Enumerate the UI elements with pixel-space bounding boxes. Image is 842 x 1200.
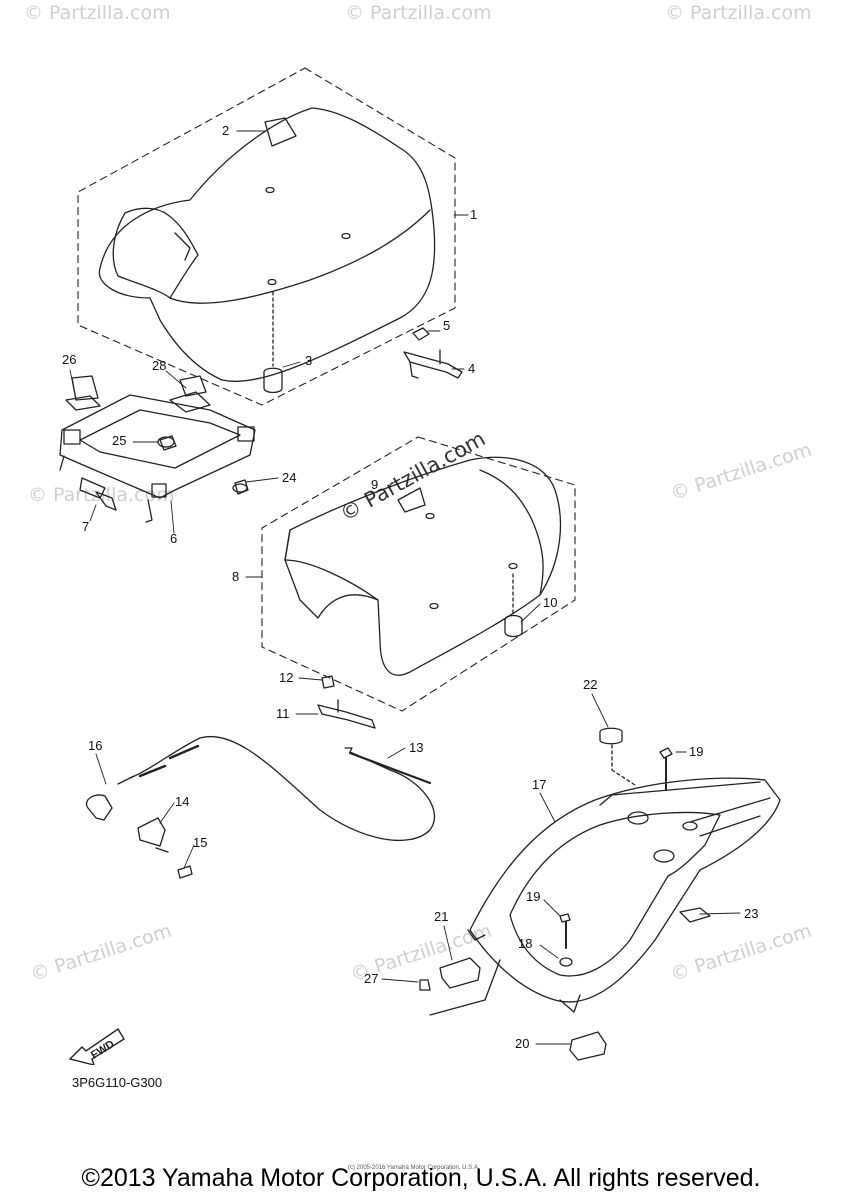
forward-arrow-icon: FWD — [68, 1028, 125, 1065]
tiny-note: (c) 2005-2016 Yamaha Motor Corporation, … — [348, 1165, 480, 1171]
leader-lines — [69, 130, 741, 1045]
callout-18: 18 — [518, 936, 533, 951]
callout-20: 20 — [515, 1036, 530, 1051]
callout-15: 15 — [193, 835, 208, 850]
front-seat-boundary — [77, 67, 456, 406]
callout-6: 6 — [170, 531, 178, 546]
callout-21: 21 — [434, 909, 449, 924]
rear-frame-17 — [467, 777, 781, 1013]
copyright-footer: ©2013 Yamaha Motor Corporation, U.S.A. A… — [81, 1164, 761, 1192]
watermark: © Partzilla.com — [24, 2, 171, 24]
callout-9: 9 — [371, 477, 379, 492]
watermark: © Partzilla.com — [665, 2, 812, 24]
callout-4: 4 — [468, 361, 476, 376]
seat-bracket-4 — [403, 327, 463, 379]
small-fasteners — [71, 375, 711, 1061]
diagram-code: 3P6G110-G300 — [72, 1075, 163, 1090]
seat-lock-cable — [117, 735, 436, 842]
callout-19a: 19 — [689, 744, 704, 759]
callout-13: 13 — [409, 740, 424, 755]
callout-22: 22 — [583, 677, 598, 692]
callout-16: 16 — [88, 738, 103, 753]
seat-lock-lever — [85, 794, 193, 879]
callout-19b: 19 — [526, 889, 541, 904]
callout-25: 25 — [112, 433, 127, 448]
callout-1: 1 — [470, 207, 478, 222]
callout-12: 12 — [279, 670, 294, 685]
seat-bracket-11 — [317, 675, 376, 729]
callout-10: 10 — [543, 595, 558, 610]
callout-27: 27 — [364, 971, 379, 986]
callout-8: 8 — [232, 569, 240, 584]
callout-2: 2 — [222, 123, 230, 138]
watermark: © Partzilla.com — [345, 2, 492, 24]
front-seat — [98, 107, 436, 394]
callout-5: 5 — [443, 318, 451, 333]
callout-7: 7 — [82, 519, 90, 534]
callout-28: 28 — [152, 358, 167, 373]
rear-seat — [284, 456, 562, 676]
callout-24: 24 — [282, 470, 297, 485]
callout-14: 14 — [175, 794, 190, 809]
seat-lock-frame-6 — [59, 391, 256, 523]
callout-11: 11 — [276, 706, 290, 721]
rear-seat-boundary — [261, 436, 576, 712]
callout-23: 23 — [744, 906, 759, 921]
callout-3: 3 — [305, 353, 313, 368]
callout-17: 17 — [532, 777, 547, 792]
callout-26: 26 — [62, 352, 77, 367]
